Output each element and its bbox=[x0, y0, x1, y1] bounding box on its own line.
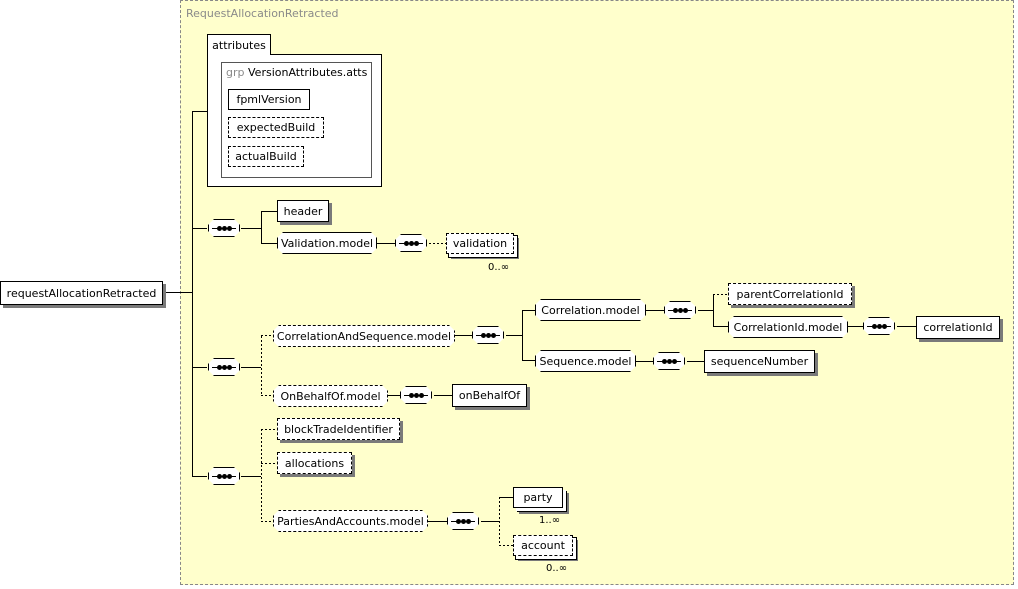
sequence-compositor-icon[interactable] bbox=[208, 467, 240, 485]
sequence-compositor-icon[interactable] bbox=[863, 317, 895, 335]
header-element[interactable]: header bbox=[277, 200, 329, 222]
correlation-id-element[interactable]: correlationId bbox=[916, 316, 1000, 339]
sequence-compositor-icon[interactable] bbox=[664, 301, 696, 319]
allocations-element[interactable]: allocations bbox=[277, 452, 352, 474]
on-behalf-of-model-group[interactable]: OnBehalfOf.model bbox=[273, 385, 388, 407]
validation-model-group[interactable]: Validation.model bbox=[277, 232, 377, 254]
correlation-id-model-group[interactable]: CorrelationId.model bbox=[728, 316, 848, 338]
account-occurrence: 0..∞ bbox=[546, 563, 568, 574]
group-keyword: grp bbox=[226, 66, 245, 79]
account-element[interactable]: account bbox=[513, 535, 573, 556]
sequence-compositor-icon[interactable] bbox=[400, 386, 432, 404]
on-behalf-of-element[interactable]: onBehalfOf bbox=[452, 384, 527, 407]
attribute-fpml-version[interactable]: fpmlVersion bbox=[228, 89, 310, 110]
party-occurrence: 1..∞ bbox=[539, 515, 561, 526]
validation-element[interactable]: validation bbox=[446, 233, 514, 254]
attributes-tab[interactable]: attributes bbox=[207, 34, 271, 55]
root-element-node[interactable]: requestAllocationRetracted bbox=[0, 281, 163, 305]
group-name: VersionAttributes.atts bbox=[248, 66, 368, 79]
correlation-and-sequence-model-group[interactable]: CorrelationAndSequence.model bbox=[273, 325, 455, 347]
sequence-compositor-icon[interactable] bbox=[472, 326, 504, 344]
complex-type-title: RequestAllocationRetracted bbox=[186, 7, 339, 20]
parties-and-accounts-model-group[interactable]: PartiesAndAccounts.model bbox=[273, 510, 428, 532]
sequence-model-group[interactable]: Sequence.model bbox=[535, 350, 636, 372]
correlation-model-group[interactable]: Correlation.model bbox=[535, 299, 646, 321]
party-element[interactable]: party bbox=[513, 487, 563, 508]
block-trade-identifier-element[interactable]: blockTradeIdentifier bbox=[277, 418, 400, 440]
sequence-compositor-icon[interactable] bbox=[208, 358, 240, 376]
sequence-compositor-icon[interactable] bbox=[447, 512, 479, 530]
validation-occurrence: 0..∞ bbox=[488, 262, 510, 273]
parent-correlation-id-element[interactable]: parentCorrelationId bbox=[728, 283, 852, 305]
attribute-group-label: grp VersionAttributes.atts bbox=[226, 66, 367, 79]
sequence-compositor-icon[interactable] bbox=[653, 352, 685, 370]
sequence-number-element[interactable]: sequenceNumber bbox=[704, 350, 815, 373]
attribute-actual-build[interactable]: actualBuild bbox=[228, 146, 304, 167]
sequence-compositor-icon[interactable] bbox=[395, 234, 427, 252]
sequence-compositor-icon[interactable] bbox=[208, 219, 240, 237]
attribute-expected-build[interactable]: expectedBuild bbox=[228, 117, 324, 138]
